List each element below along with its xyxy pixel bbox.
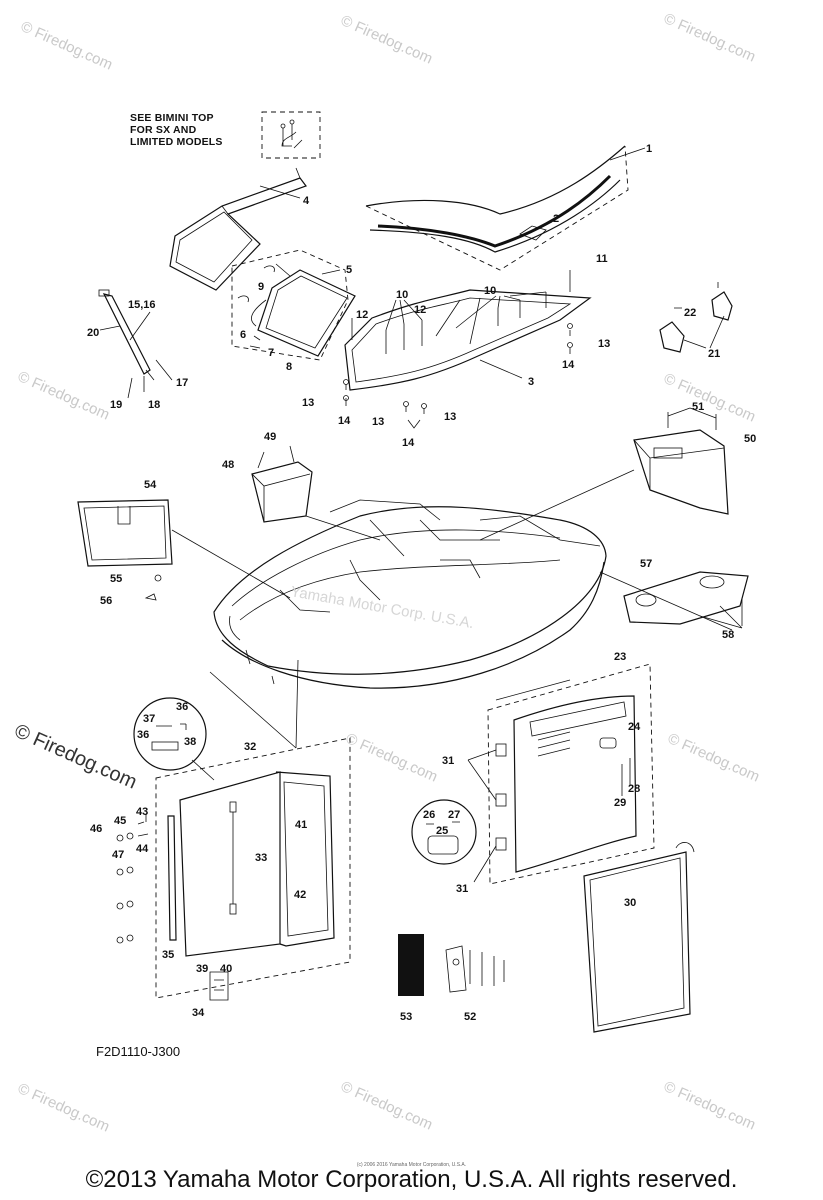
callout-23: 23 [614, 651, 626, 663]
callout-17: 17 [176, 377, 188, 389]
part-43-47-hardware [116, 814, 149, 944]
callout-53: 53 [400, 1011, 412, 1023]
callout-5: 5 [346, 264, 352, 276]
callout-51: 51 [692, 401, 704, 413]
callout-45: 45 [114, 815, 126, 827]
callout-14c: 14 [402, 437, 415, 449]
callout-44: 44 [136, 843, 149, 855]
callout-32: 32 [244, 741, 256, 753]
callout-7: 7 [268, 347, 274, 359]
callout-20: 20 [87, 327, 99, 339]
callout-13: 13 [598, 338, 610, 350]
callout-46: 46 [90, 823, 102, 835]
callout-9: 9 [258, 281, 264, 293]
callout-14: 14 [562, 359, 575, 371]
callout-1: 1 [646, 143, 652, 155]
callout-27: 27 [448, 809, 460, 821]
callout-18: 18 [148, 399, 160, 411]
callout-42: 42 [294, 889, 306, 901]
callout-4: 4 [303, 195, 310, 207]
callout-8: 8 [286, 361, 292, 373]
callout-49: 49 [264, 431, 276, 443]
callout-24: 24 [628, 721, 641, 733]
part-50-glove-box [633, 407, 729, 515]
callout-6: 6 [240, 329, 246, 341]
callout-33: 33 [255, 852, 267, 864]
note-line-3: LIMITED MODELS [130, 136, 223, 148]
callout-10b: 10 [484, 285, 496, 297]
callout-52: 52 [464, 1011, 476, 1023]
part-5-window-assembly [231, 249, 356, 361]
callout-11: 11 [596, 253, 608, 265]
part-15-16-strut [98, 289, 173, 399]
part-54-cover-mat [77, 499, 291, 601]
bimini-note: SEE BIMINI TOP FOR SX AND LIMITED MODELS [130, 112, 223, 148]
detail-25-27 [411, 799, 477, 865]
part-4-windshield-frame [169, 167, 307, 291]
callout-36: 36 [176, 701, 188, 713]
part-32-door-assembly [155, 737, 351, 1001]
part-2-bracket [519, 221, 553, 241]
callout-30: 30 [624, 897, 636, 909]
fine-print: (c) 2006 2016 Yamaha Motor Corporation, … [356, 1162, 467, 1168]
callout-43: 43 [136, 806, 148, 818]
callout-35: 35 [162, 949, 174, 961]
callout-40: 40 [220, 963, 232, 975]
note-line-2: FOR SX AND [130, 124, 197, 136]
callout-31: 31 [442, 755, 454, 767]
callout-26: 26 [423, 809, 435, 821]
callout-13d: 13 [444, 411, 456, 423]
callout-48: 48 [222, 459, 234, 471]
center-watermark: Yamaha Motor Corp. U.S.A. [289, 583, 475, 632]
callout-21: 21 [708, 348, 720, 360]
callout-14b: 14 [338, 415, 351, 427]
callout-54: 54 [144, 479, 157, 491]
callout-19: 19 [110, 399, 122, 411]
part-52-kit [445, 945, 505, 993]
part-57-seat-back [623, 571, 749, 629]
fasteners-10-14 [343, 270, 573, 429]
note-line-1: SEE BIMINI TOP [130, 112, 214, 124]
callout-56: 56 [100, 595, 112, 607]
callout-29: 29 [614, 797, 626, 809]
part-23-side-door [467, 663, 655, 885]
part-1-deck-trim [365, 145, 646, 271]
callout-55: 55 [110, 573, 122, 585]
callout-58: 58 [722, 629, 734, 641]
callout-13c: 13 [372, 416, 384, 428]
callout-labels: 1 2 3 4 5 6 7 8 9 10 10 11 12 12 13 13 1… [87, 143, 756, 1023]
boat-hull [213, 499, 607, 689]
figure-code: F2D1110-J300 [96, 1044, 181, 1059]
callout-25: 25 [436, 825, 448, 837]
part-21-22-hinge [659, 282, 733, 353]
callout-50: 50 [744, 433, 756, 445]
bimini-reference-inset [261, 111, 321, 159]
callout-12b: 12 [414, 304, 426, 316]
callout-38: 38 [184, 736, 196, 748]
part-48-storage-bin [251, 445, 313, 523]
callout-36b: 36 [137, 729, 149, 741]
part-53-decal [398, 934, 424, 996]
callout-22: 22 [684, 307, 696, 319]
callout-34: 34 [192, 1007, 205, 1019]
callout-41: 41 [295, 819, 307, 831]
detail-36-38 [133, 697, 215, 781]
callout-15-16: 15,16 [128, 299, 156, 311]
callout-39: 39 [196, 963, 208, 975]
callout-12: 12 [356, 309, 368, 321]
part-3-windshield [344, 289, 592, 391]
callout-31b: 31 [456, 883, 468, 895]
callout-28: 28 [628, 783, 640, 795]
callout-47: 47 [112, 849, 124, 861]
callout-10: 10 [396, 289, 408, 301]
copyright-footer: ©2013 Yamaha Motor Corporation, U.S.A. A… [85, 1166, 738, 1193]
callout-57: 57 [640, 558, 652, 570]
callout-13b: 13 [302, 397, 314, 409]
part-30-seal [583, 842, 695, 1033]
callout-37: 37 [143, 713, 155, 725]
callout-2: 2 [553, 213, 559, 225]
callout-3: 3 [528, 376, 534, 388]
